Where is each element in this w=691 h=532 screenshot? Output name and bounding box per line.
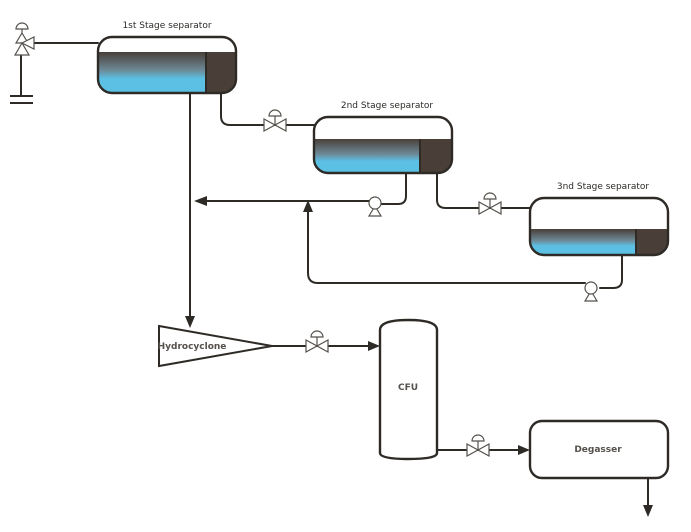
second-stage-separator[interactable]: 2nd Stage separator bbox=[312, 101, 454, 175]
first-stage-separator[interactable]: 1st Stage separator bbox=[96, 21, 238, 95]
pipe-sep3-pump3 bbox=[599, 254, 623, 289]
pump-base-icon bbox=[367, 204, 383, 217]
cfu-label: CFU bbox=[398, 383, 418, 393]
inlet-three-way-valve[interactable] bbox=[10, 22, 35, 104]
valve-actuator-icon bbox=[483, 192, 497, 200]
pump-2[interactable] bbox=[367, 196, 383, 217]
arrow-right-icon bbox=[368, 341, 380, 351]
control-valve-1-2[interactable] bbox=[263, 109, 287, 133]
pipes bbox=[20, 42, 649, 506]
control-valve-2-3[interactable] bbox=[478, 192, 502, 216]
flow-arrows bbox=[185, 196, 653, 517]
cfu-vessel[interactable]: CFU bbox=[378, 318, 439, 461]
degasser-label: Degasser bbox=[574, 445, 622, 455]
pump-icon bbox=[368, 196, 382, 210]
valve-actuator-icon bbox=[310, 330, 324, 338]
valve-actuator-icon bbox=[471, 434, 485, 442]
valve-actuator-icon bbox=[15, 22, 29, 30]
pump-base-icon bbox=[583, 289, 599, 302]
third-stage-separator-label: 3nd Stage separator bbox=[557, 182, 650, 192]
second-stage-separator-label: 2nd Stage separator bbox=[341, 101, 434, 111]
arrow-right-icon bbox=[518, 445, 530, 455]
pipe-sep1-sep2 bbox=[220, 92, 315, 126]
arrow-down-icon bbox=[185, 316, 195, 328]
control-valve-hydrocyclone-cfu[interactable] bbox=[305, 330, 329, 354]
control-valve-cfu-degasser[interactable] bbox=[466, 434, 490, 458]
arrow-up-icon bbox=[303, 200, 313, 212]
pipe-sep2-pump2 bbox=[379, 172, 407, 205]
pipe-pump3-return bbox=[307, 211, 586, 284]
hydrocyclone-label: Hydrocyclone bbox=[158, 342, 227, 352]
arrow-down-icon bbox=[643, 505, 653, 517]
valve-actuator-icon bbox=[268, 109, 282, 117]
third-stage-separator[interactable]: 3nd Stage separator bbox=[528, 182, 670, 257]
pipe-sep2-sep3 bbox=[436, 172, 531, 209]
arrow-left-icon bbox=[194, 196, 207, 206]
degasser-vessel[interactable]: Degasser bbox=[528, 419, 670, 480]
first-stage-separator-label: 1st Stage separator bbox=[122, 21, 211, 31]
pump-3[interactable] bbox=[583, 281, 599, 302]
pump-icon bbox=[584, 281, 598, 295]
hydrocyclone[interactable]: Hydrocyclone bbox=[158, 324, 273, 368]
